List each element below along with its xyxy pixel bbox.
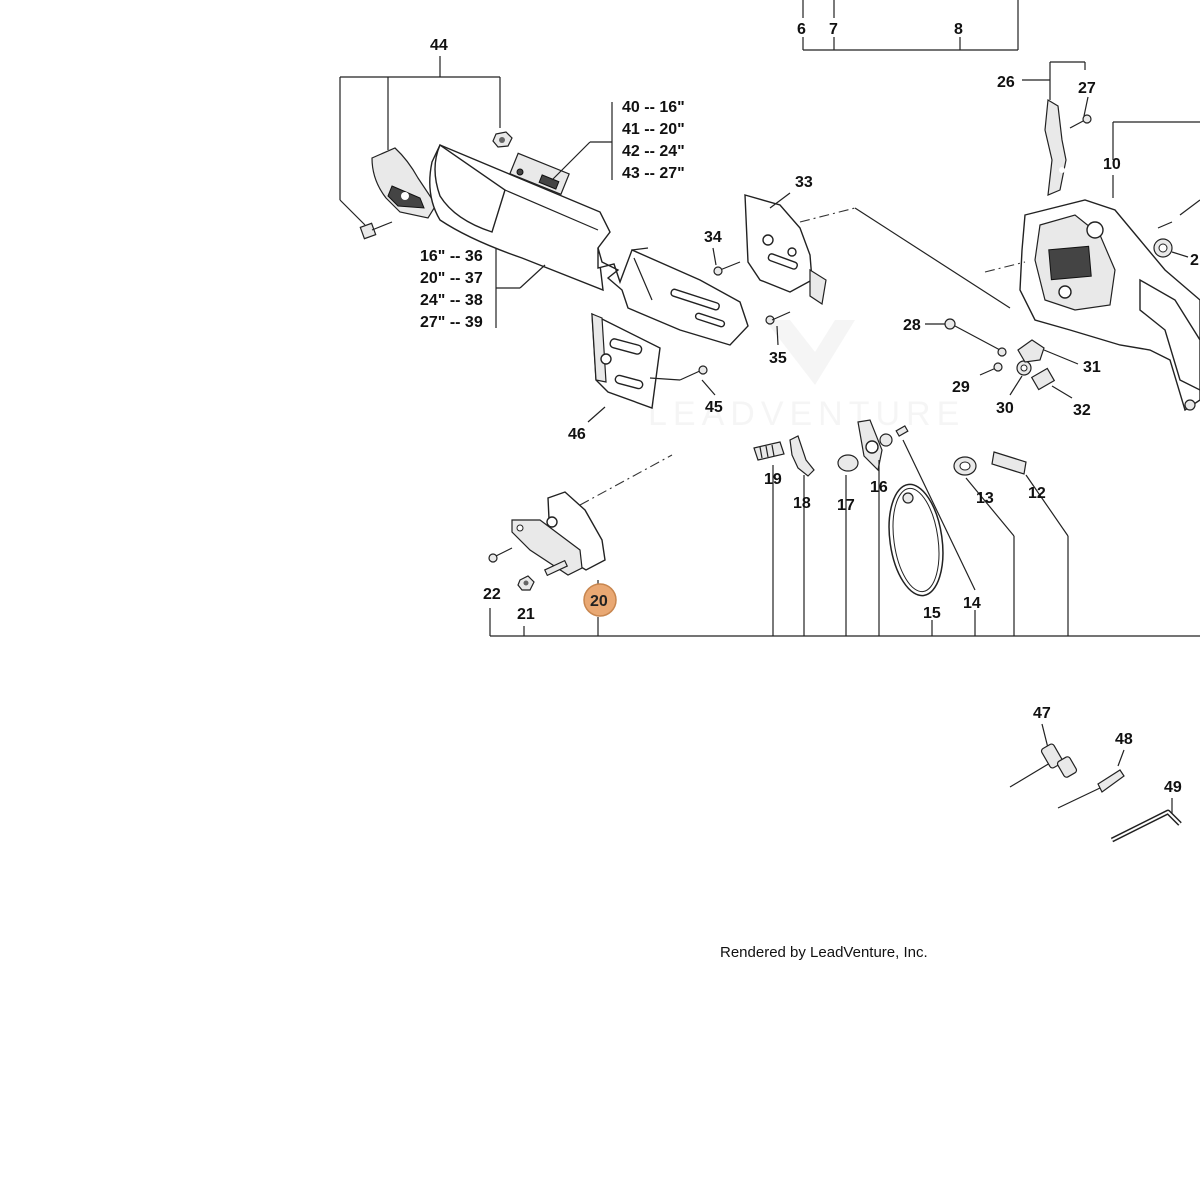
callout-30[interactable]: 30: [996, 400, 1014, 417]
callout-6[interactable]: 6: [797, 21, 806, 38]
guide-bar-nose: [597, 247, 749, 346]
callout-47[interactable]: 47: [1033, 705, 1051, 722]
bolt-28: [944, 318, 1007, 357]
bolt-44: [359, 221, 393, 240]
callout-32[interactable]: 32: [1073, 402, 1091, 419]
damper-12: [991, 451, 1027, 475]
callout-16[interactable]: 16: [870, 479, 888, 496]
chain-size-list: 40 -- 16" 41 -- 20" 42 -- 24" 43 -- 27": [551, 99, 685, 182]
hex-key-49: [1110, 809, 1182, 843]
nut-21: [517, 575, 535, 591]
callout-10[interactable]: 10: [1103, 156, 1121, 173]
callout-33[interactable]: 33: [795, 174, 813, 191]
chain-size-43[interactable]: 43 -- 27": [622, 165, 685, 182]
callout-44[interactable]: 44: [430, 37, 448, 54]
callout-15[interactable]: 15: [923, 605, 941, 622]
screw-27: [1069, 114, 1092, 129]
chain-brake-lever-26: [1044, 98, 1067, 196]
chain-size-41[interactable]: 41 -- 20": [622, 121, 685, 138]
watermark-logo: LEADVENTURE: [648, 320, 965, 433]
chain-size-42[interactable]: 42 -- 24": [622, 143, 685, 160]
bushing-13: [953, 456, 977, 476]
callout-48[interactable]: 48: [1115, 731, 1133, 748]
callout-31[interactable]: 31: [1083, 359, 1101, 376]
callout-18[interactable]: 18: [793, 495, 811, 512]
collar-17: [837, 454, 859, 472]
callout-group-44: 44: [339, 37, 501, 226]
callout-28[interactable]: 28: [903, 317, 921, 334]
spike-31: [1017, 339, 1079, 365]
callout-26[interactable]: 26: [997, 74, 1015, 91]
callout-19[interactable]: 19: [764, 471, 782, 488]
callout-21[interactable]: 21: [517, 606, 535, 623]
callout-45[interactable]: 45: [705, 399, 723, 416]
watermark-text: LEADVENTURE: [648, 395, 965, 433]
screw-35: [765, 311, 791, 346]
pin-29: [979, 362, 1003, 376]
screw-2: [1157, 199, 1200, 229]
bar-size-38[interactable]: 24" -- 38: [420, 292, 483, 309]
callout-35[interactable]: 35: [769, 350, 787, 367]
plate-16: [857, 419, 893, 472]
screw-34: [712, 247, 741, 276]
bar-plate-46: [591, 312, 661, 409]
bar-size-39[interactable]: 27" -- 39: [420, 314, 483, 331]
nut-44: [492, 131, 513, 148]
rendered-by-credit: Rendered by LeadVenture, Inc.: [720, 944, 928, 961]
callout-group-26: 26: [997, 61, 1086, 100]
callout-13[interactable]: 13: [976, 490, 994, 507]
bar-size-list: 16" -- 36 20" -- 37 24" -- 38 27" -- 39: [420, 248, 546, 331]
engine-housing-10: [1019, 199, 1200, 412]
spring-19: [753, 441, 785, 461]
callout-34[interactable]: 34: [704, 229, 722, 246]
combination-wrench-47: [1009, 743, 1078, 788]
bar-size-37[interactable]: 20" -- 37: [420, 270, 483, 287]
callout-20[interactable]: 20: [590, 593, 608, 610]
screw-22: [488, 547, 513, 563]
callout-2[interactable]: 2: [1190, 252, 1199, 269]
nut-2: [1153, 238, 1189, 258]
callout-22[interactable]: 22: [483, 586, 501, 603]
callout-7[interactable]: 7: [829, 21, 838, 38]
side-cover-33: [744, 194, 827, 306]
callout-17[interactable]: 17: [837, 497, 855, 514]
chain-size-40[interactable]: 40 -- 16": [622, 99, 685, 116]
sprocket-cover-plate: [371, 147, 437, 219]
pin-small: [895, 425, 909, 437]
bar-size-36[interactable]: 16" -- 36: [420, 248, 483, 265]
callout-8[interactable]: 8: [954, 21, 963, 38]
callout-14[interactable]: 14: [963, 595, 981, 612]
lever-18: [789, 435, 815, 477]
screw-45: [649, 365, 716, 396]
callout-49[interactable]: 49: [1164, 779, 1182, 796]
callout-46[interactable]: 46: [568, 426, 586, 443]
callout-12[interactable]: 12: [1028, 485, 1046, 502]
chain-catcher-20: [511, 491, 606, 577]
guard-32: [1030, 367, 1073, 399]
band-15: [888, 483, 944, 597]
nut-30: [1009, 360, 1032, 396]
callout-29[interactable]: 29: [952, 379, 970, 396]
callout-group-6-7-8: 6 7 8: [797, 0, 1019, 51]
callout-27[interactable]: 27: [1078, 80, 1096, 97]
guide-bar: [429, 143, 611, 292]
highlight-marker-20[interactable]: [583, 583, 617, 617]
screwdriver-48: [1057, 769, 1125, 809]
